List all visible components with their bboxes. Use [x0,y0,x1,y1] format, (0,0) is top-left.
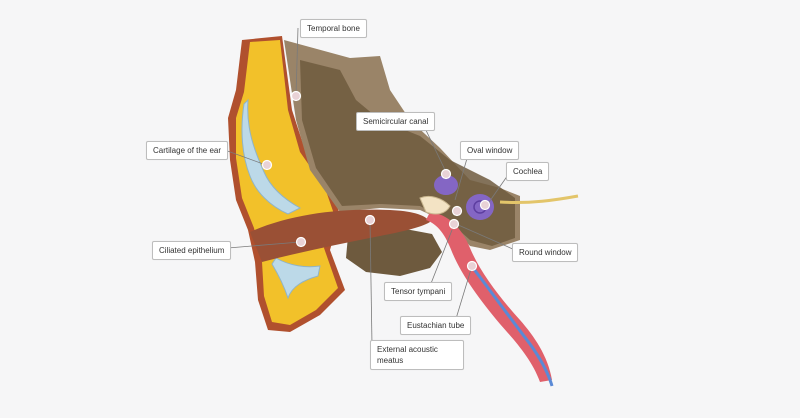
ossicles [419,195,451,215]
vestibule-shape [434,175,458,195]
blood-vessel [468,263,554,387]
marker-cochlea [479,199,491,211]
marker-canal [364,214,376,226]
cochlea-shape [466,194,494,220]
ear-cartilage-lower [271,257,321,300]
label-ciliated-epithelium: Ciliated epithelium [152,241,232,260]
markers [261,90,491,272]
label-round-window: Round window [512,243,579,262]
leader-lines [221,27,516,346]
eustachian-tube-shape [426,212,552,382]
label-eustachian-tube: Eustachian tube [400,316,472,335]
marker-semicircular-canal [440,168,452,180]
label-tensor-tympani: Tensor tympani [384,282,453,301]
label-oval-window: Oval window [460,141,520,160]
label-semicircular-canal: Semicircular canal [356,112,436,131]
label-cartilage: Cartilage of the ear [146,141,229,160]
marker-oval-window [451,205,463,217]
marker-round-window [448,218,460,230]
label-temporal-bone: Temporal bone [300,19,367,38]
marker-cartilage [261,159,273,171]
ear-cartilage-upper [241,98,302,215]
spongy-bone [300,60,515,246]
label-cochlea: Cochlea [506,162,550,181]
label-external-meatus: External acoustic meatus [370,340,464,370]
ear-canal [250,209,430,262]
marker-temporal-bone [290,90,302,102]
marker-eustachian-tube [466,260,478,272]
nerve [499,194,579,205]
marker-ciliated-epithelium [295,236,307,248]
